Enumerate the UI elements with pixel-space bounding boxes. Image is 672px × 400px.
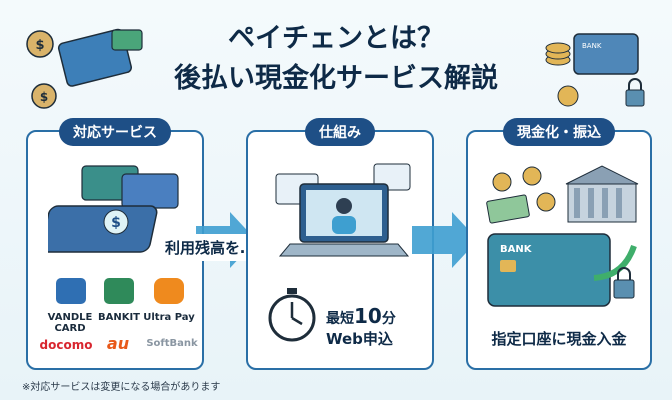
docomo-logo: docomo	[39, 338, 93, 352]
panel-payout: 現金化・振込 BANK 指定口座に現金入金	[466, 118, 652, 370]
page-title-line1: ペイチェンとは？	[228, 23, 444, 54]
time-prefix: 最短	[326, 311, 354, 327]
svg-text:$: $	[35, 38, 44, 53]
phone-card-illustration: $	[48, 165, 179, 253]
panel-tag-services: 対応サービス	[59, 118, 171, 146]
arrow-label: 利用残高を…	[159, 234, 262, 261]
coin-stack-icon	[545, 42, 571, 66]
panel-tag-mechanism: 仕組み	[305, 118, 375, 146]
bank-card-icon: BANK	[573, 33, 639, 75]
bank-building-icon	[565, 165, 639, 223]
return-arrow-icon	[593, 244, 637, 281]
lock-icon	[613, 267, 635, 299]
vandle-card-icon	[56, 278, 86, 304]
service-name-ultrapay: Ultra Pay	[143, 312, 195, 323]
time-unit: 分	[381, 311, 396, 327]
bank-card-icon: BANK	[487, 233, 611, 307]
svg-text:$: $	[40, 90, 48, 104]
credit-card-icon	[111, 29, 143, 51]
decor-top-left: $ $	[26, 28, 143, 109]
panel-mechanism: 仕組み 最短10分 Web申込	[246, 118, 434, 370]
bankit-card-icon	[104, 278, 134, 304]
laptop-illustration	[275, 163, 411, 257]
time-label: 最短10分	[326, 304, 396, 328]
money-bag-icon: $	[26, 30, 54, 58]
apply-text: Web申込	[326, 330, 393, 348]
time-value: 10	[354, 304, 382, 328]
person-icon	[332, 198, 356, 234]
payout-text: 指定口座に現金入金	[491, 330, 627, 348]
money-bag-icon: $	[31, 83, 57, 109]
dollar-icon: $	[103, 209, 129, 235]
panel-tag-payout: 現金化・振込	[503, 118, 615, 146]
service-name-vandle: VANDLE CARD	[47, 312, 93, 334]
coin-icon	[492, 166, 556, 212]
softbank-logo: SoftBank	[146, 338, 198, 349]
au-logo: au	[106, 334, 130, 353]
footnote: ※対応サービスは変更になる場合があります	[22, 382, 221, 393]
stopwatch-icon	[268, 288, 316, 342]
bank-illustration: BANK	[486, 165, 639, 307]
svg-text:$: $	[111, 215, 121, 231]
lock-icon	[625, 78, 645, 107]
service-name-bankit: BANKIT	[97, 312, 141, 323]
banknote-icon	[486, 194, 530, 224]
ultrapay-icon	[154, 278, 184, 304]
page-title-line2: 後払い現金化サービス解説	[174, 63, 498, 94]
credit-card-icon	[81, 165, 179, 209]
phone-icon	[48, 205, 158, 253]
svg-text:BANK: BANK	[582, 42, 602, 50]
decor-top-right: BANK	[545, 33, 645, 107]
svg-text:BANK: BANK	[500, 244, 533, 255]
coin-icon	[557, 85, 579, 107]
arrow-2	[412, 212, 478, 268]
